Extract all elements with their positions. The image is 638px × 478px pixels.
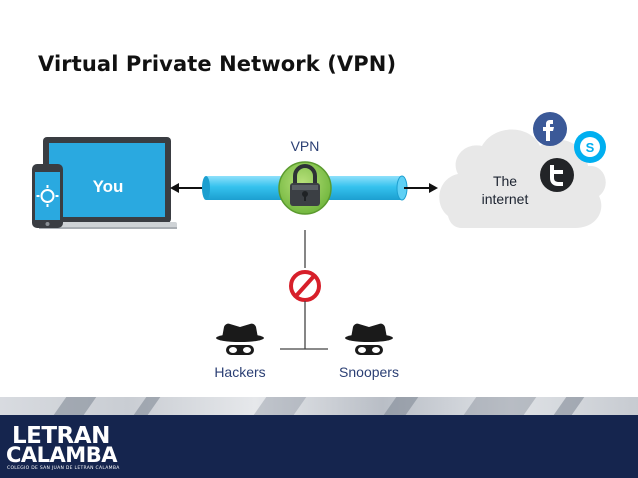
tunnel-label: VPN [291, 138, 320, 154]
device-label: You [93, 177, 124, 196]
snooper-icon [345, 323, 393, 355]
footer-bar: LETRAN CALAMBA COLEGIO DE SAN JUAN DE LE… [0, 415, 638, 478]
hacker-icon [216, 323, 264, 355]
logo-text-line2: CALAMBA [6, 443, 117, 467]
slide-title: Virtual Private Network (VPN) [38, 52, 397, 76]
phone-icon [32, 164, 63, 228]
vpn-diagram: You VPN The internet [32, 112, 606, 380]
blocked-icon [289, 270, 321, 302]
facebook-icon [533, 112, 567, 146]
twitter-icon [540, 158, 574, 192]
laptop-icon [39, 137, 177, 229]
logo-text-line1: LETRAN [12, 423, 110, 449]
left-arrow-icon [170, 183, 205, 193]
logo-subtitle: COLEGIO DE SAN JUAN DE LETRAN CALAMBA [7, 466, 120, 471]
lock-icon [278, 161, 332, 215]
svg-text:S: S [586, 140, 595, 155]
cloud-label-line1: The [493, 173, 517, 189]
snoopers-label: Snoopers [339, 364, 399, 380]
decorative-photo-strip [0, 397, 638, 415]
cloud-label-line2: internet [482, 191, 529, 207]
cloud-icon [439, 129, 606, 228]
skype-icon: S [574, 131, 606, 163]
hackers-label: Hackers [214, 364, 265, 380]
school-logo: LETRAN CALAMBA COLEGIO DE SAN JUAN DE LE… [6, 423, 126, 472]
right-arrow-icon [404, 183, 438, 193]
